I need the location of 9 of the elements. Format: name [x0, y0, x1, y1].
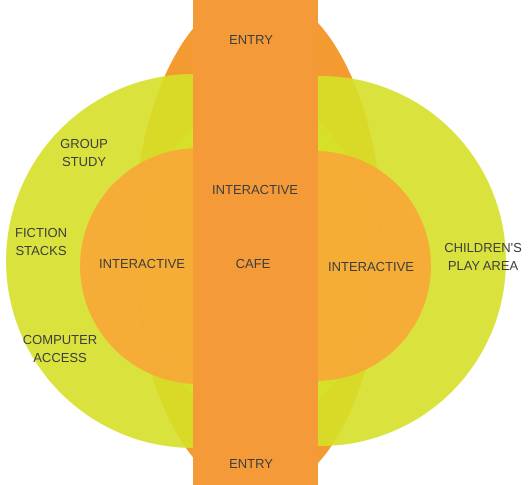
zone-label: CAFE — [234, 255, 272, 273]
zone-label: INTERACTIVE — [211, 181, 299, 199]
zone-label: INTERACTIVE — [98, 255, 186, 273]
zone-label: GROUP STUDY — [59, 135, 109, 171]
zone-label: ENTRY — [228, 31, 274, 49]
zone-label: COMPUTER ACCESS — [22, 331, 98, 367]
zone-label: FICTION STACKS — [14, 224, 68, 260]
zone-label: ENTRY — [228, 455, 274, 473]
zone-label: INTERACTIVE — [327, 258, 415, 276]
